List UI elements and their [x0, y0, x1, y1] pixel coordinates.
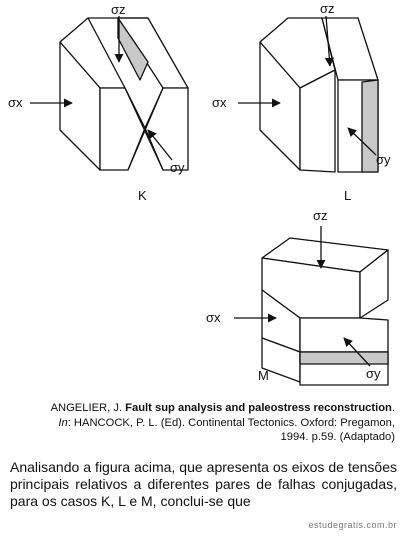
sigma-y-label-k: σy [170, 160, 185, 175]
block-m [261, 237, 389, 386]
figure-caption: ANGELIER, J. Fault sup analysis and pale… [0, 401, 405, 445]
block-k [59, 17, 189, 171]
block-l [259, 17, 379, 173]
fault-block-diagrams: σz σx σy K σz σx σy L σz [8, 1, 391, 386]
caption-author: ANGELIER, J. [50, 402, 123, 414]
caption-in-label: In [58, 416, 68, 429]
sigma-y-label-m: σy [366, 366, 381, 381]
sigma-z-label-m: σz [313, 208, 328, 223]
site-watermark: estudegratis.com.br [308, 520, 397, 530]
sigma-z-label-l: σz [320, 1, 335, 16]
case-l-label: L [344, 188, 351, 203]
question-text: Analisando a figura acima, que apresenta… [10, 459, 397, 509]
arrows-m [234, 226, 371, 367]
sigma-x-label-m: σx [206, 310, 221, 325]
sigma-y-label-l: σy [376, 152, 391, 167]
sigma-z-label-k: σz [111, 2, 126, 17]
caption-in-text: : HANCOCK, P. L. (Ed). Continental Tecto… [67, 416, 395, 429]
arrows-l [238, 15, 377, 156]
sigma-x-label-l: σx [212, 95, 227, 110]
arrows-k [30, 16, 173, 161]
sigma-x-label-k: σx [8, 95, 23, 110]
caption-title: Fault sup analysis and paleostress recon… [125, 402, 392, 414]
case-k-label: K [138, 188, 147, 203]
case-m-label: M [258, 368, 269, 383]
caption-publication: 1994. p.59. (Adaptado) [280, 431, 395, 443]
